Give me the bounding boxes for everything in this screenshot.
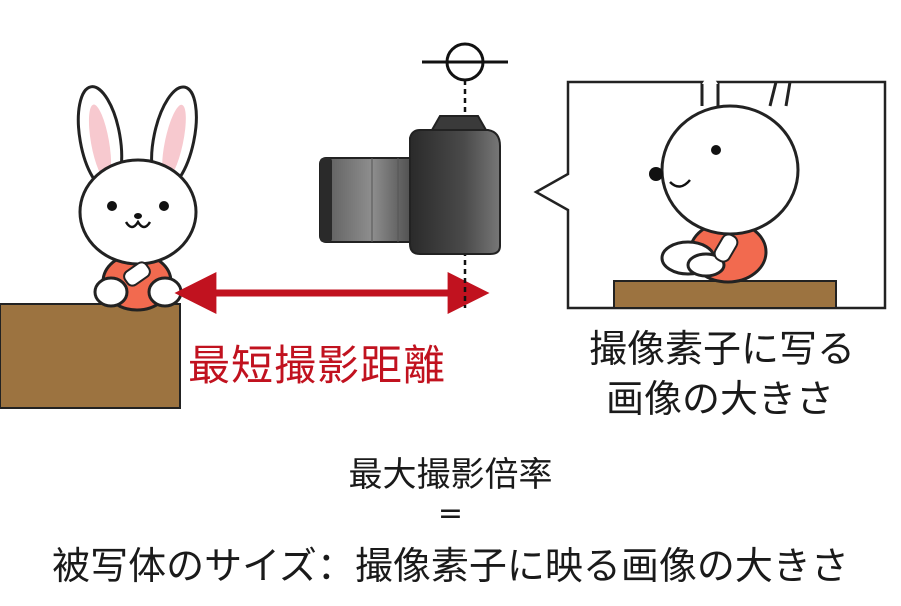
magnification-formula: 被写体のサイズ：撮像素子に映る画像の大きさ: [52, 544, 849, 588]
sensor-image-label-line1: 撮像素子に写る: [589, 327, 856, 371]
max-magnification-label: 最大撮影倍率: [348, 455, 553, 495]
min-focus-distance-label: 最短撮影距離: [188, 341, 447, 390]
camera-icon: [319, 115, 501, 255]
focal-plane-mark-icon: [422, 42, 508, 82]
rabbit-character-icon: [76, 85, 198, 312]
wooden-box-left: [0, 303, 181, 409]
equals-sign: =: [437, 496, 464, 531]
sensor-image-label-line2: 画像の大きさ: [606, 377, 835, 421]
rabbit-sensor-image-icon: [613, 77, 837, 309]
